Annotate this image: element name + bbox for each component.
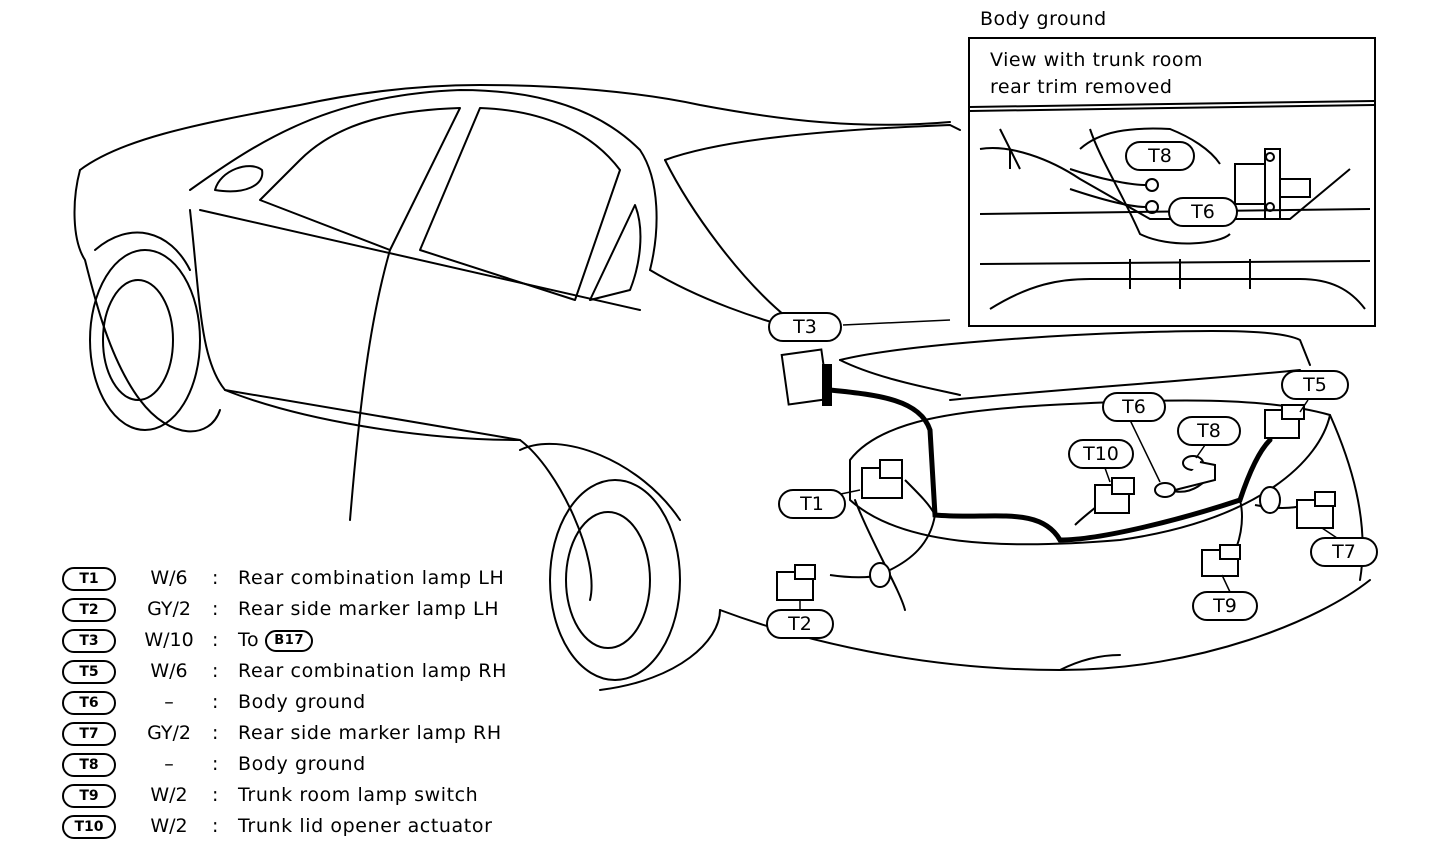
legend-tag: T2 xyxy=(62,598,116,622)
wire-harness xyxy=(827,387,1273,543)
legend-tag: T5 xyxy=(62,660,116,684)
callout-t3: T3 xyxy=(768,312,842,342)
inset-line-2: rear trim removed xyxy=(990,76,1173,98)
legend-colon: : xyxy=(212,753,219,775)
legend-colon: : xyxy=(212,567,219,589)
legend-tag: T10 xyxy=(62,815,116,839)
side-mirror xyxy=(214,165,264,193)
connector-t3 xyxy=(780,348,830,406)
legend-color: GY/2 xyxy=(147,722,191,744)
legend-colon: : xyxy=(212,722,219,744)
inset-line-1: View with trunk room xyxy=(990,49,1204,71)
connector-ref-b17: B17 xyxy=(265,629,314,652)
callout-t2: T2 xyxy=(766,609,834,639)
callout-t6: T6 xyxy=(1102,392,1166,422)
legend-colon: : xyxy=(212,815,219,837)
legend-tag: T3 xyxy=(62,629,116,653)
legend-colon: : xyxy=(212,598,219,620)
car-body-outline xyxy=(79,84,951,171)
legend-color: W/2 xyxy=(150,815,188,837)
callout-t10: T10 xyxy=(1068,439,1134,469)
legend-desc: Rear combination lamp LH xyxy=(238,567,505,589)
callout-t5: T5 xyxy=(1281,370,1349,400)
legend-desc: Rear side marker lamp LH xyxy=(238,598,500,620)
callout-t9: T9 xyxy=(1192,591,1258,621)
inset-label-t8: T8 xyxy=(1125,141,1195,171)
legend-desc: To xyxy=(238,629,260,651)
legend-desc: Rear side marker lamp RH xyxy=(238,722,502,744)
legend-tag: T7 xyxy=(62,722,116,746)
rear-panel xyxy=(849,399,1331,546)
legend-colon: : xyxy=(212,784,219,806)
legend-tag: T9 xyxy=(62,784,116,808)
legend-tag: T8 xyxy=(62,753,116,777)
legend-desc: Body ground xyxy=(238,691,366,713)
grommet-t7 xyxy=(1259,486,1281,514)
roof-line xyxy=(189,89,658,271)
legend-color: – xyxy=(164,691,174,713)
legend-colon: : xyxy=(212,691,219,713)
legend-color: – xyxy=(164,753,174,775)
inset-caption: Body ground xyxy=(980,8,1107,30)
legend-colon: : xyxy=(212,660,219,682)
legend-tag: T6 xyxy=(62,691,116,715)
legend-colon: : xyxy=(212,629,219,651)
ground-t6 xyxy=(1154,482,1176,498)
inset-drawing xyxy=(970,100,1374,310)
front-wheel xyxy=(89,249,201,431)
legend-color: GY/2 xyxy=(147,598,191,620)
rear-wheel xyxy=(549,479,681,681)
legend-color: W/6 xyxy=(150,567,188,589)
legend-desc: Body ground xyxy=(238,753,366,775)
callout-t1: T1 xyxy=(778,489,846,519)
legend-color: W/6 xyxy=(150,660,188,682)
callout-t8: T8 xyxy=(1177,416,1241,446)
legend-color: W/10 xyxy=(144,629,194,651)
callout-t7: T7 xyxy=(1310,537,1378,567)
legend-desc: Rear combination lamp RH xyxy=(238,660,507,682)
legend-desc: Trunk lid opener actuator xyxy=(238,815,493,837)
grommet-t2 xyxy=(869,562,891,588)
trunk-lid xyxy=(664,124,961,161)
inset-label-t6: T6 xyxy=(1168,197,1238,227)
legend-color: W/2 xyxy=(150,784,188,806)
inset-panel: View with trunk room rear trim removed xyxy=(968,37,1376,327)
legend-tag: T1 xyxy=(62,567,116,591)
legend-desc: Trunk room lamp switch xyxy=(238,784,479,806)
